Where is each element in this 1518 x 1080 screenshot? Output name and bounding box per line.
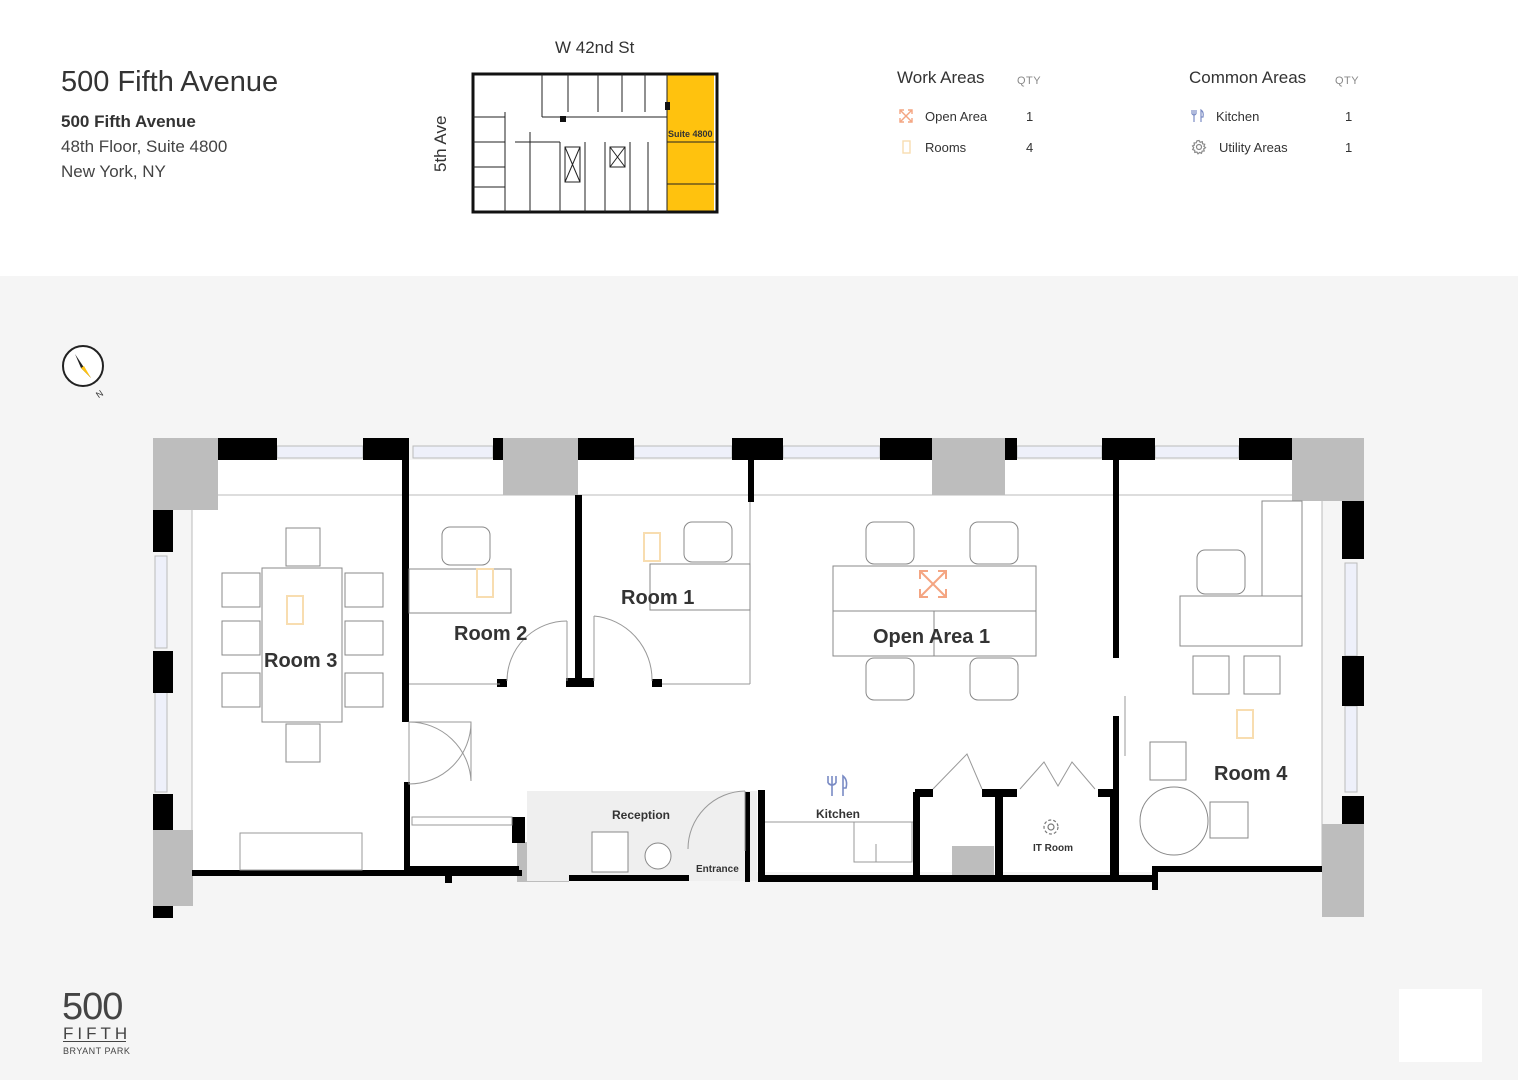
gear-icon <box>1191 139 1207 155</box>
floor-plan-area: N <box>0 276 1518 1080</box>
legend-rooms-label: Rooms <box>925 140 967 155</box>
legend-rooms-qty: 4 <box>1026 140 1034 155</box>
logo-rule <box>63 1041 126 1042</box>
work-qty-heading: QTY <box>1017 75 1042 87</box>
blank-panel <box>1399 989 1482 1062</box>
key-plan: Suite 4800 <box>471 72 719 214</box>
room-2-label: Room 2 <box>454 623 528 645</box>
it-room-gear-icon <box>1043 819 1059 835</box>
floor-plan <box>153 438 1364 918</box>
room-3-label: Room 3 <box>264 650 338 672</box>
work-areas-heading: Work Areas <box>897 68 985 87</box>
logo-number: 500 <box>62 986 123 1028</box>
utensils-icon <box>1191 108 1204 122</box>
kitchen-label: Kitchen <box>816 807 861 821</box>
reception-label: Reception <box>612 808 671 822</box>
open-area-plan-icon <box>919 570 947 598</box>
header: 500 Fifth Avenue 500 Fifth Avenue 48th F… <box>0 0 1518 276</box>
legend-utility-qty: 1 <box>1345 140 1353 155</box>
street-left-label: 5th Ave <box>431 115 450 172</box>
kitchen-plan-icon <box>827 774 848 796</box>
logo-tagline: BRYANT PARK <box>63 1046 131 1056</box>
street-top-label: W 42nd St <box>555 38 635 57</box>
door-icon <box>902 140 911 154</box>
compass-label: N <box>94 388 105 400</box>
legend-kitchen-qty: 1 <box>1345 109 1353 124</box>
logo-word: FIFTH <box>63 1024 132 1043</box>
it-room-label: IT Room <box>1033 843 1073 854</box>
legend-open-area-qty: 1 <box>1026 109 1034 124</box>
key-plan-suite-label: Suite 4800 <box>668 129 713 139</box>
open-area-1-label: Open Area 1 <box>873 626 991 648</box>
legend-utility-label: Utility Areas <box>1219 140 1288 155</box>
entrance-label: Entrance <box>696 864 739 875</box>
building-name: 500 Fifth Avenue <box>61 112 196 131</box>
floor-suite: 48th Floor, Suite 4800 <box>61 137 228 156</box>
legend-kitchen-label: Kitchen <box>1216 109 1260 124</box>
open-area-icon <box>899 109 913 123</box>
legend-open-area-label: Open Area <box>925 109 988 124</box>
key-plan-suite-highlight <box>667 74 714 212</box>
compass-icon: N <box>62 345 105 400</box>
city: New York, NY <box>61 162 166 181</box>
page-title: 500 Fifth Avenue <box>61 66 279 98</box>
common-qty-heading: QTY <box>1335 75 1360 87</box>
common-areas-heading: Common Areas <box>1189 68 1307 87</box>
room-1-label: Room 1 <box>621 587 695 609</box>
room-4-label: Room 4 <box>1214 763 1288 785</box>
